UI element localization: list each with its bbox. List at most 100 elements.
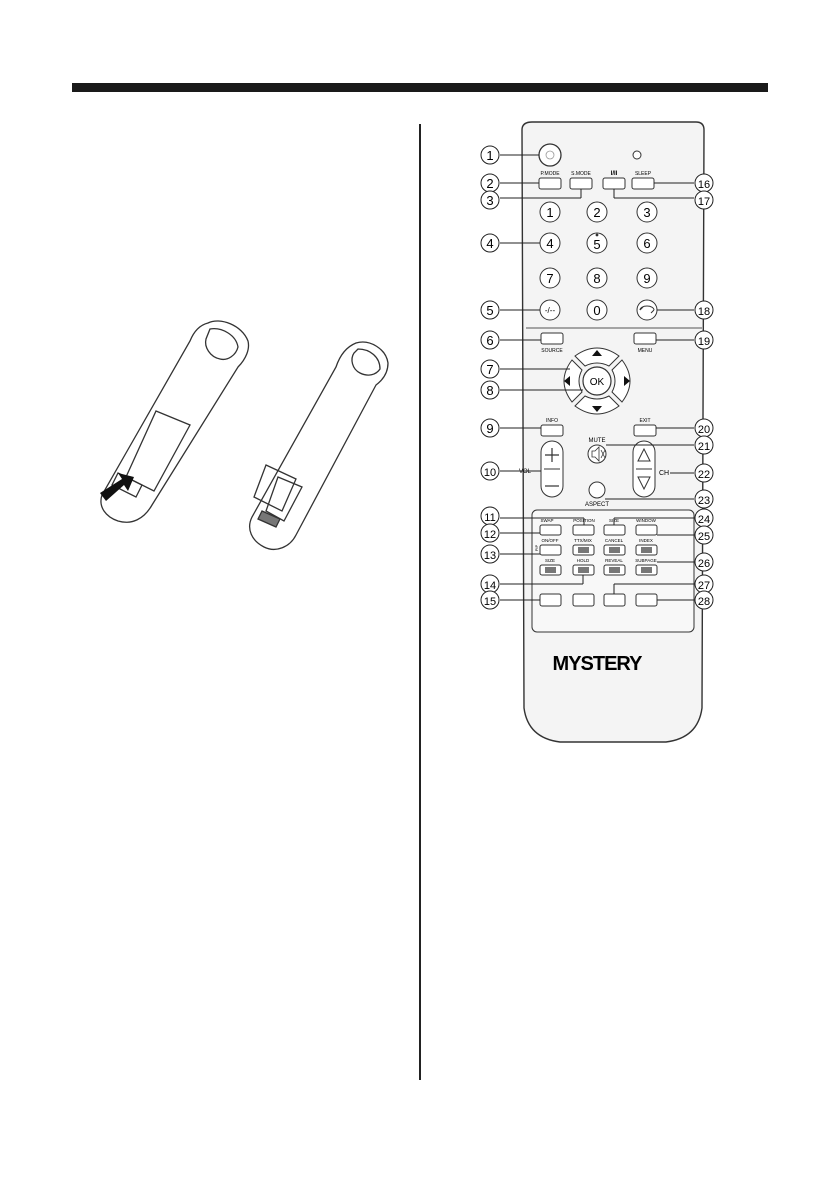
pmode-label: P.MODE — [540, 171, 560, 177]
ttxmix-icon — [578, 547, 589, 553]
svg-text:2: 2 — [593, 205, 600, 220]
ir-led — [632, 150, 642, 160]
reveal-icon — [609, 567, 620, 573]
green-button[interactable] — [572, 593, 595, 607]
up-arrow-icon — [592, 350, 602, 356]
source-button[interactable] — [540, 332, 564, 345]
position-button[interactable] — [572, 524, 595, 536]
svg-text:3: 3 — [643, 205, 650, 220]
vol-label: VOL — [519, 469, 532, 475]
svg-text:4: 4 — [546, 236, 553, 251]
ch-label: CH — [659, 470, 669, 477]
exit-button[interactable] — [633, 424, 657, 437]
aspect-label: ASPECT — [585, 502, 609, 508]
dual-button[interactable] — [602, 177, 626, 190]
callout-23: 23 — [698, 495, 710, 507]
exit-label: EXIT — [639, 418, 650, 424]
ok-button[interactable] — [582, 366, 612, 396]
window-label: WINDOW — [636, 518, 656, 523]
mute-label: MUTE — [589, 438, 606, 444]
right-button[interactable] — [611, 359, 631, 403]
dual-label: I/II — [611, 171, 618, 177]
blue-button[interactable] — [635, 593, 658, 607]
window-button[interactable] — [635, 524, 658, 536]
down-button[interactable] — [574, 395, 620, 415]
right-arrow-icon — [624, 376, 630, 386]
key-6[interactable] — [636, 232, 658, 254]
callout-20: 20 — [698, 424, 710, 436]
pmode-button[interactable] — [538, 177, 562, 190]
reveal-label: REVEAL — [605, 558, 623, 563]
callout-24: 24 — [698, 514, 710, 526]
key-0[interactable] — [586, 299, 608, 321]
leader-lines — [500, 154, 694, 601]
callout-27: 27 — [698, 580, 710, 592]
onoff-label: ON/OFF — [542, 538, 559, 543]
svg-text:-/--: -/-- — [545, 306, 556, 315]
red-button[interactable] — [539, 593, 562, 607]
sleep-button[interactable] — [631, 177, 655, 190]
battery-cover-illustration — [100, 320, 389, 550]
volume-up-icon — [545, 448, 559, 462]
up-button[interactable] — [574, 347, 620, 367]
smode-label: S.MODE — [571, 171, 591, 177]
callout-12: 12 — [484, 529, 496, 541]
callout-16: 16 — [698, 179, 710, 191]
callout-14: 14 — [484, 580, 496, 592]
callouts: 1 2 3 4 5 6 7 8 9 10 11 12 13 14 15 16 1… — [480, 145, 714, 610]
column-divider — [419, 124, 421, 1080]
mute-button[interactable] — [587, 444, 607, 464]
key-5[interactable] — [586, 232, 608, 254]
hold-label: HOLD — [577, 558, 590, 563]
index-label: INDEX — [639, 538, 653, 543]
key-7[interactable] — [539, 267, 561, 289]
index-icon — [641, 547, 652, 553]
remote-back-closed — [100, 320, 250, 523]
swap-button[interactable] — [539, 524, 562, 536]
yellow-button[interactable] — [603, 593, 626, 607]
size-top-button[interactable] — [603, 524, 626, 536]
size-icon — [545, 567, 556, 573]
key-2[interactable] — [586, 201, 608, 223]
key-9[interactable] — [636, 267, 658, 289]
callout-2: 2 — [486, 176, 493, 191]
sleep-label: SLEEP — [635, 171, 652, 177]
swap-label: SWAP — [540, 518, 553, 523]
callout-15: 15 — [484, 596, 496, 608]
callout-22: 22 — [698, 469, 710, 481]
remote-back-open — [249, 341, 389, 550]
channel-up-icon — [637, 447, 651, 462]
key-3[interactable] — [636, 201, 658, 223]
callout-25: 25 — [698, 531, 710, 543]
down-arrow-icon — [592, 406, 602, 412]
key-8[interactable] — [586, 267, 608, 289]
menu-button[interactable] — [633, 332, 657, 345]
onoff-button[interactable] — [539, 544, 562, 556]
subpage-icon — [641, 567, 652, 573]
aspect-button[interactable] — [588, 481, 606, 499]
svg-text:0: 0 — [593, 303, 600, 318]
menu-label: MENU — [638, 348, 653, 354]
remote-control-diagram: P.MODE S.MODE I/II SLEEP 1 2 3 4 5 6 7 8… — [480, 121, 714, 743]
svg-text:5: 5 — [593, 237, 600, 252]
svg-text:9: 9 — [643, 271, 650, 286]
power-button[interactable] — [538, 143, 562, 167]
callout-9: 9 — [486, 421, 493, 436]
info-button[interactable] — [540, 424, 564, 437]
mute-icon — [591, 446, 606, 462]
smode-button[interactable] — [569, 177, 593, 190]
brand-logo: MYSTERY — [553, 653, 644, 675]
callout-18: 18 — [698, 306, 710, 318]
callout-3: 3 — [486, 193, 493, 208]
arrow-icon — [100, 473, 134, 501]
power-icon — [545, 150, 555, 160]
left-button[interactable] — [563, 359, 583, 403]
callout-21: 21 — [698, 441, 710, 453]
callout-1: 1 — [486, 148, 493, 163]
cancel-icon — [609, 547, 620, 553]
callout-5: 5 — [486, 303, 493, 318]
navigation-pad: OK — [563, 347, 631, 415]
key-1[interactable] — [539, 201, 561, 223]
source-label: SOURCE — [541, 348, 563, 354]
tactile-dot-icon — [595, 233, 599, 237]
